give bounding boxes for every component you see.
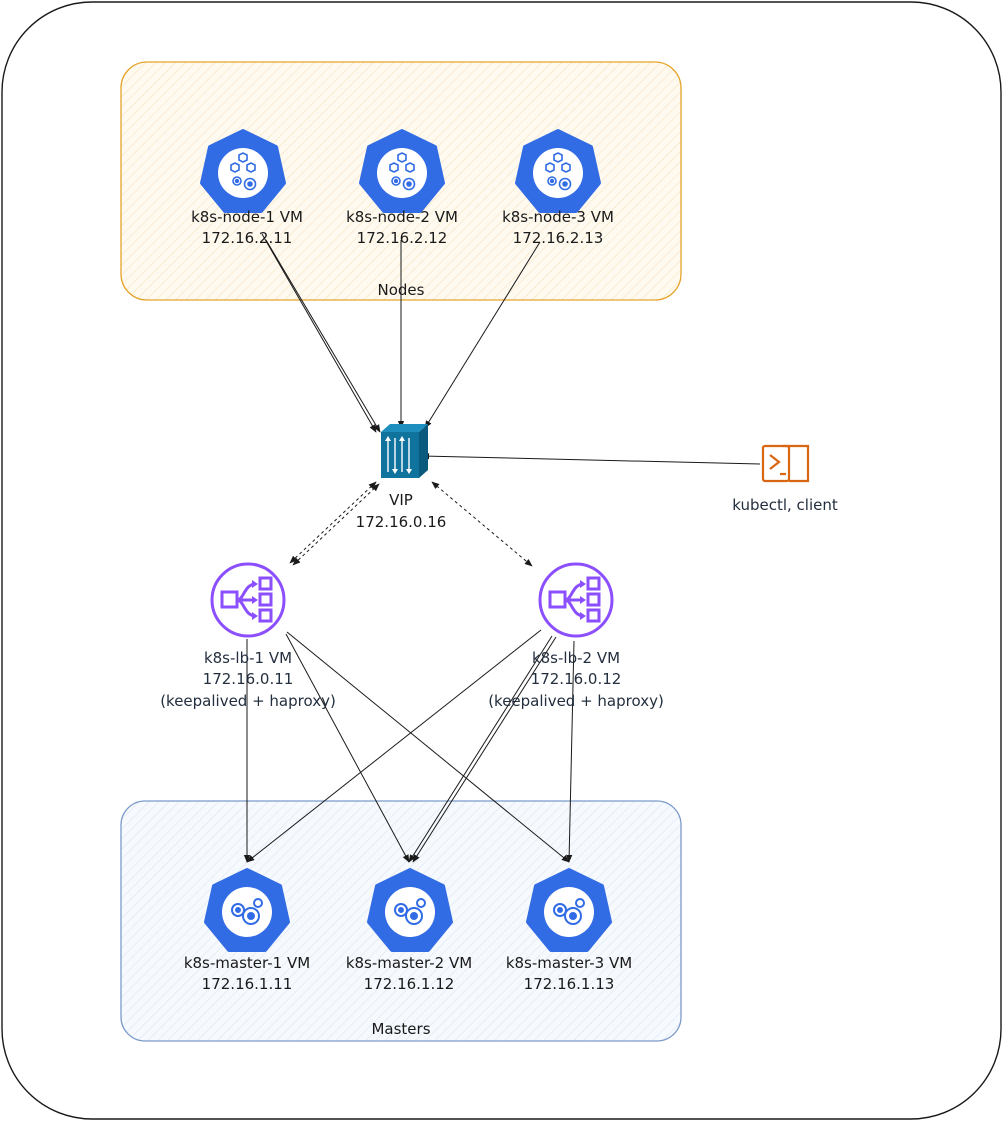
node-3-ip: 172.16.2.13 <box>513 229 604 247</box>
k8s-node-3-icon[interactable] <box>515 129 601 213</box>
edge-client-vip <box>421 452 761 465</box>
master-2-name: k8s-master-2 VM <box>346 954 472 972</box>
k8s-lb-1-icon[interactable] <box>210 562 286 638</box>
edge-lb2-master3 <box>565 640 575 863</box>
k8s-master-3-icon[interactable] <box>526 868 612 952</box>
k8s-master-2-icon[interactable] <box>367 868 453 952</box>
edge-lb1-master3 <box>286 631 570 863</box>
node-1-name: k8s-node-1 VM <box>191 208 303 226</box>
lb-2-name: k8s-lb-2 VM <box>532 649 620 667</box>
terminal-icon[interactable] <box>761 444 810 483</box>
edge-node1-vip-2 <box>265 239 381 433</box>
edge-lb2-master1 <box>246 629 542 863</box>
connectors <box>243 233 761 863</box>
lb-2-role: (keepalived + haproxy) <box>488 692 664 710</box>
master-3-ip: 172.16.1.13 <box>524 975 615 993</box>
k8s-lb-2-icon[interactable] <box>538 562 614 638</box>
edge-node3-vip <box>424 241 541 429</box>
client-label: kubectl, client <box>732 496 838 514</box>
node-2-name: k8s-node-2 VM <box>346 208 458 226</box>
k8s-node-2-icon[interactable] <box>359 129 445 213</box>
lb-1-name: k8s-lb-1 VM <box>204 649 292 667</box>
edge-vip-lb2 <box>431 481 533 567</box>
node-1-ip: 172.16.2.11 <box>202 229 293 247</box>
k8s-node-1-icon[interactable] <box>200 129 286 213</box>
edge-lb2-master2-b <box>412 636 557 863</box>
vip-name: VIP <box>389 491 413 509</box>
edge-lb2-master2 <box>408 635 553 863</box>
master-1-ip: 172.16.1.11 <box>202 975 293 993</box>
k8s-master-1-icon[interactable] <box>204 868 290 952</box>
nodes-group-label: Nodes <box>378 281 425 299</box>
edge-vip-lb1-b <box>292 483 380 566</box>
edge-lb1-master2 <box>285 633 410 863</box>
node-3-name: k8s-node-3 VM <box>502 208 614 226</box>
switch-icon[interactable] <box>381 424 428 478</box>
lb-1-ip: 172.16.0.11 <box>203 670 294 688</box>
edge-node1-vip <box>261 233 377 433</box>
node-2-ip: 172.16.2.12 <box>357 229 448 247</box>
master-2-ip: 172.16.1.12 <box>364 975 455 993</box>
lb-2-ip: 172.16.0.12 <box>531 670 622 688</box>
master-3-name: k8s-master-3 VM <box>506 954 632 972</box>
lb-1-role: (keepalived + haproxy) <box>160 692 336 710</box>
vip-ip: 172.16.0.16 <box>356 513 447 531</box>
masters-group-label: Masters <box>371 1020 430 1038</box>
master-1-name: k8s-master-1 VM <box>184 954 310 972</box>
